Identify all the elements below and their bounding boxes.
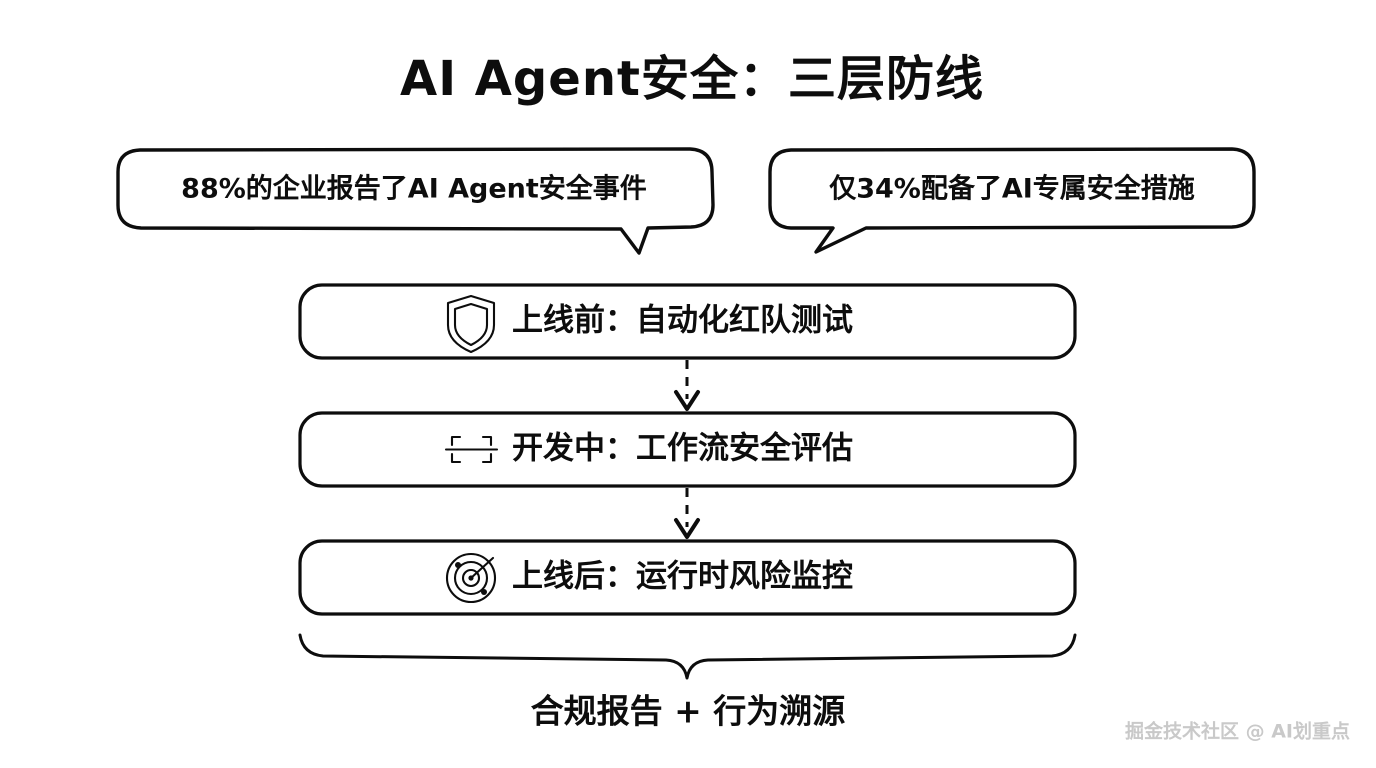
callout-stat-coverage: 仅34%配备了AI专属安全措施 (768, 147, 1256, 254)
connector-1-dashed-arrow (674, 360, 700, 411)
layer-box-label: 上线前：自动化红队测试 (512, 303, 853, 339)
callout-text: 仅34%配备了AI专属安全措施 (829, 173, 1195, 205)
layer-box-shape (298, 539, 1077, 616)
shield-icon (446, 294, 496, 354)
radar-icon (445, 552, 497, 604)
layer-box-pre-launch[interactable]: 上线前：自动化红队测试 (298, 283, 1077, 360)
layer-box-label: 上线后：运行时风险监控 (512, 559, 853, 595)
connector-2-dashed-arrow (674, 488, 700, 539)
callout-text: 88%的企业报告了AI Agent安全事件 (181, 173, 647, 205)
layer-box-post-launch[interactable]: 上线后：运行时风险监控 (298, 539, 1077, 616)
callout-bubble-shape (116, 147, 715, 255)
watermark: 掘金技术社区 @ AI划重点 (1125, 720, 1350, 743)
callout-bubble-shape (768, 147, 1256, 254)
summary-curly-brace (298, 633, 1077, 680)
layer-box-in-development[interactable]: 开发中：工作流安全评估 (298, 411, 1077, 488)
scan-frame-icon (444, 435, 499, 464)
layer-box-label: 开发中：工作流安全评估 (512, 431, 853, 467)
page-title: AI Agent安全：三层防线 (400, 51, 984, 107)
callout-stat-incidents: 88%的企业报告了AI Agent安全事件 (116, 147, 715, 255)
summary-label: 合规报告 + 行为溯源 (531, 692, 846, 731)
layer-box-shape (298, 411, 1077, 488)
